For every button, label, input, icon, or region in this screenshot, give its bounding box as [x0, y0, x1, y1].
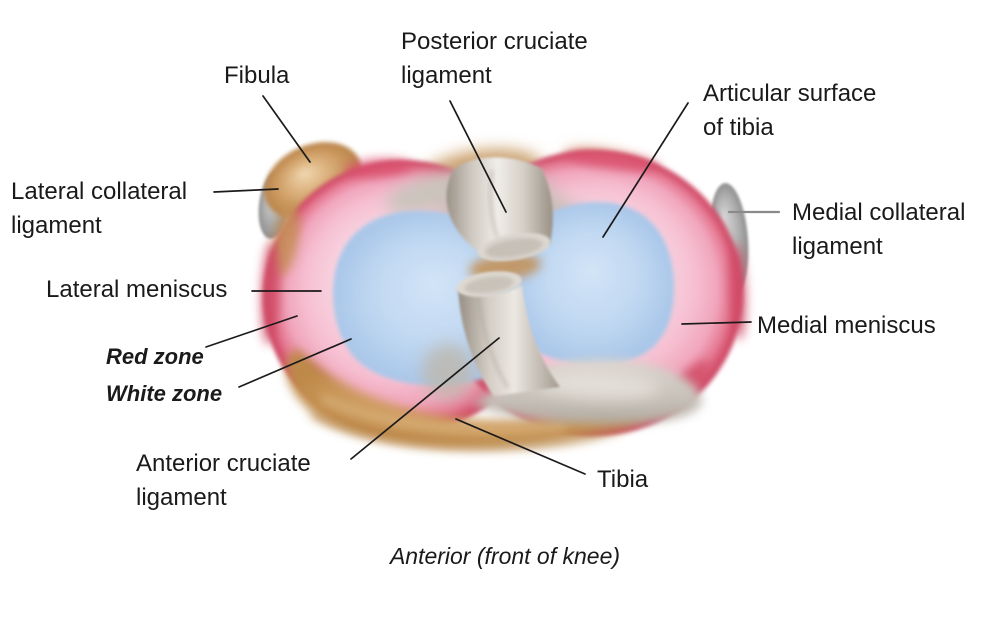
diagram-caption: Anterior (front of knee)	[389, 543, 621, 569]
pcl-cut-face-inner	[485, 238, 543, 258]
label-lateral-collateral-ligament: Lateral collateral ligament	[11, 175, 187, 243]
label-posterior-cruciate-ligament: Posterior cruciate ligament	[401, 25, 588, 93]
label-medial-collateral-ligament: Medial collateral ligament	[792, 196, 965, 264]
label-text: Anterior cruciate	[136, 450, 311, 477]
acl-streak	[476, 291, 510, 389]
leader-line-posterior-cruciate	[449, 100, 507, 213]
label-text: Fibula	[224, 62, 290, 89]
leader-line-articular-surface	[602, 102, 689, 238]
leader-line-medial-meniscus	[681, 321, 752, 325]
label-text: of tibia	[703, 114, 774, 141]
leader-line-red-zone	[205, 315, 298, 348]
leader-line-fibula	[262, 95, 311, 163]
tibia-bone-left-strip	[272, 204, 300, 276]
anterior-gray-band-highlight	[536, 371, 660, 399]
label-tibia: Tibia	[597, 463, 648, 497]
label-text: Medial collateral	[792, 199, 966, 226]
leader-line-lateral-collateral	[213, 188, 279, 193]
label-text: Lateral meniscus	[46, 276, 228, 303]
label-text: ligament	[11, 212, 102, 239]
gray-shadow-left-of-acl	[422, 344, 474, 400]
label-text: ligament	[401, 62, 492, 89]
posterior-cruciate-ligament-shape	[446, 157, 553, 251]
label-medial-meniscus: Medial meniscus	[757, 309, 936, 343]
tibia-bone-bottom-highlight	[320, 395, 567, 433]
label-lateral-meniscus: Lateral meniscus	[46, 273, 227, 307]
label-text: White zone	[106, 381, 223, 406]
label-fibula: Fibula	[224, 59, 289, 93]
label-red-zone: Red zone	[106, 344, 204, 370]
acl-cut-face-inner	[464, 276, 514, 294]
label-text: Posterior cruciate	[401, 28, 588, 55]
tibia-bone-bottom	[286, 349, 664, 448]
label-text: Red zone	[106, 344, 204, 369]
label-white-zone: White zone	[106, 381, 222, 407]
leader-line-anterior-cruciate	[350, 337, 500, 460]
label-text: Tibia	[597, 466, 649, 493]
label-articular-surface-of-tibia: Articular surface of tibia	[703, 77, 876, 145]
label-text: Lateral collateral	[11, 178, 188, 205]
label-anterior-cruciate-ligament: Anterior cruciate ligament	[136, 447, 311, 515]
leader-line-tibia	[455, 418, 586, 475]
label-text: ligament	[136, 484, 227, 511]
label-text: Medial meniscus	[757, 312, 936, 339]
label-text: ligament	[792, 233, 883, 260]
leader-line-white-zone	[238, 338, 352, 388]
leader-lines	[205, 95, 781, 475]
anterior-cruciate-ligament-shape	[458, 285, 560, 396]
label-text: Articular surface	[703, 80, 877, 107]
